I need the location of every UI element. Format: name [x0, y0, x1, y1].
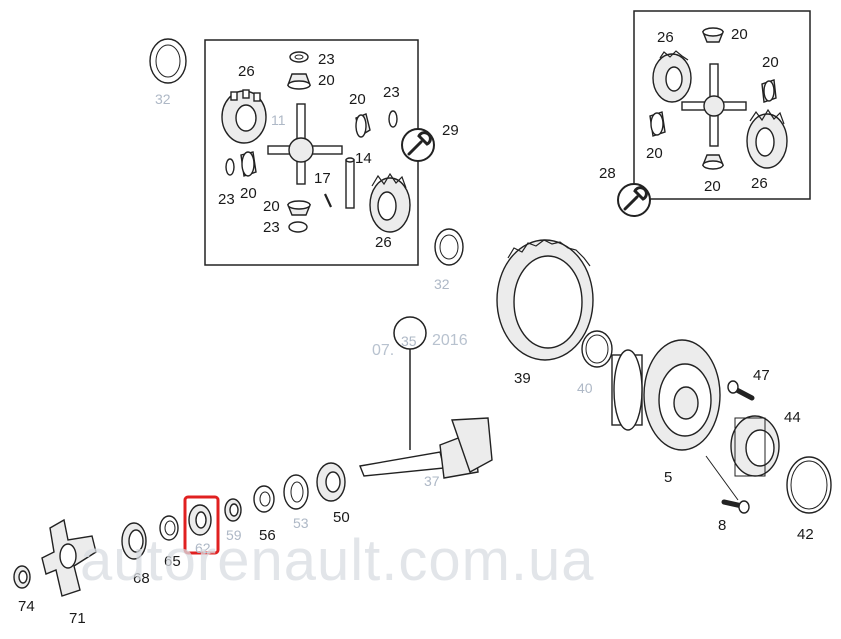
part-53-spacer[interactable] — [283, 474, 309, 510]
label-28[interactable]: 28 — [599, 165, 616, 182]
part-37-pinion-shaft[interactable] — [359, 417, 493, 479]
label-65[interactable]: 65 — [164, 553, 181, 570]
part-40-o-ring[interactable] — [581, 330, 613, 368]
part-56-collar[interactable] — [253, 485, 275, 513]
part-20-pinion-right-box-left[interactable] — [649, 111, 666, 137]
part-17-roll-pin[interactable] — [324, 193, 332, 208]
part-26-side-gear[interactable] — [221, 89, 267, 144]
part-26-side-gear-right-box-lower[interactable] — [746, 108, 788, 169]
label-26-r2[interactable]: 26 — [751, 175, 768, 192]
watermark: autorenault.com.ua — [80, 528, 595, 593]
part-23-thrust-washer-bottom[interactable] — [288, 221, 308, 233]
part-26-side-gear-right-box[interactable] — [652, 50, 692, 103]
part-42-seal-ring[interactable] — [786, 456, 832, 514]
part-20-pinion-gear-right[interactable] — [355, 113, 371, 138]
part-11-spider-cross[interactable] — [267, 103, 343, 185]
part-20-pinion-gear-left[interactable] — [240, 151, 257, 177]
label-32-top[interactable]: 32 — [155, 91, 171, 107]
part-74-nut[interactable] — [13, 565, 31, 589]
label-23-b[interactable]: 23 — [383, 84, 400, 101]
label-8[interactable]: 8 — [718, 517, 726, 534]
label-68[interactable]: 68 — [133, 570, 150, 587]
part-59-shim[interactable] — [224, 498, 242, 522]
label-62[interactable]: 62 — [195, 540, 211, 556]
label-20-r2[interactable]: 20 — [762, 54, 779, 71]
label-74[interactable]: 74 — [18, 598, 35, 615]
label-20-r3[interactable]: 20 — [646, 145, 663, 162]
label-40[interactable]: 40 — [577, 380, 593, 396]
label-29[interactable]: 29 — [442, 122, 459, 139]
label-47[interactable]: 47 — [753, 367, 770, 384]
date-stamp-right: 2016 — [432, 332, 468, 349]
part-62-bearing-highlighted[interactable] — [188, 504, 212, 536]
part-65-ring[interactable] — [159, 515, 179, 541]
part-23-thrust-washer-right[interactable] — [388, 110, 398, 128]
label-20-r4[interactable]: 20 — [704, 178, 721, 195]
callout-35[interactable] — [393, 316, 427, 450]
label-11[interactable]: 11 — [271, 112, 286, 128]
wrench-icon[interactable] — [401, 128, 435, 162]
part-23-thrust-washer-left[interactable] — [225, 158, 235, 176]
label-5[interactable]: 5 — [664, 469, 672, 486]
label-20-a[interactable]: 20 — [318, 72, 335, 89]
label-71[interactable]: 71 — [69, 610, 86, 627]
label-26-a[interactable]: 26 — [238, 63, 255, 80]
label-53[interactable]: 53 — [293, 515, 309, 531]
label-20-b[interactable]: 20 — [349, 91, 366, 108]
part-20-pinion-gear-bottom[interactable] — [286, 200, 312, 216]
label-44[interactable]: 44 — [784, 409, 801, 426]
part-68-oil-seal[interactable] — [121, 522, 147, 560]
part-32-washer-mid[interactable] — [434, 228, 464, 266]
label-50[interactable]: 50 — [333, 509, 350, 526]
label-20-c[interactable]: 20 — [240, 185, 257, 202]
label-39[interactable]: 39 — [514, 370, 531, 387]
part-20-pinion-right-box-right[interactable] — [761, 79, 777, 103]
date-stamp-left: 07. — [372, 342, 394, 359]
part-20-pinion-gear-top[interactable] — [287, 73, 311, 90]
label-23-c[interactable]: 23 — [218, 191, 235, 208]
label-14[interactable]: 14 — [355, 150, 372, 167]
highlight-box-62 — [183, 495, 220, 555]
part-32-washer-top[interactable] — [149, 38, 187, 84]
part-71-flange[interactable] — [41, 518, 97, 597]
label-26-r[interactable]: 26 — [657, 29, 674, 46]
label-42[interactable]: 42 — [797, 526, 814, 543]
label-35[interactable]: 35 — [401, 333, 417, 349]
part-spider-cross-right-box[interactable] — [681, 63, 747, 147]
label-56[interactable]: 56 — [259, 527, 276, 544]
label-32-mid[interactable]: 32 — [434, 276, 450, 292]
part-20-pinion-right-box-bottom[interactable] — [701, 154, 725, 170]
label-23-a[interactable]: 23 — [318, 51, 335, 68]
part-44-bearing[interactable] — [730, 415, 780, 477]
part-39-crown-wheel[interactable] — [496, 239, 594, 361]
wrench-icon[interactable] — [617, 183, 651, 217]
label-37[interactable]: 37 — [424, 473, 440, 489]
part-47-bolt[interactable] — [727, 380, 755, 401]
label-23-d[interactable]: 23 — [263, 219, 280, 236]
label-26-b[interactable]: 26 — [375, 234, 392, 251]
part-5-differential-case[interactable] — [611, 339, 721, 451]
inset-box-right — [633, 10, 811, 200]
label-59[interactable]: 59 — [226, 527, 242, 543]
label-20-d[interactable]: 20 — [263, 198, 280, 215]
label-20-r1[interactable]: 20 — [731, 26, 748, 43]
label-17[interactable]: 17 — [314, 170, 331, 187]
part-14-lock-pin[interactable] — [345, 157, 355, 209]
part-20-pinion-right-box-top[interactable] — [701, 27, 725, 43]
part-50-bearing[interactable] — [316, 462, 346, 502]
part-8-bolt[interactable] — [705, 455, 750, 514]
part-23-thrust-washer-top[interactable] — [289, 51, 309, 63]
part-26-side-gear-lower[interactable] — [369, 172, 411, 233]
